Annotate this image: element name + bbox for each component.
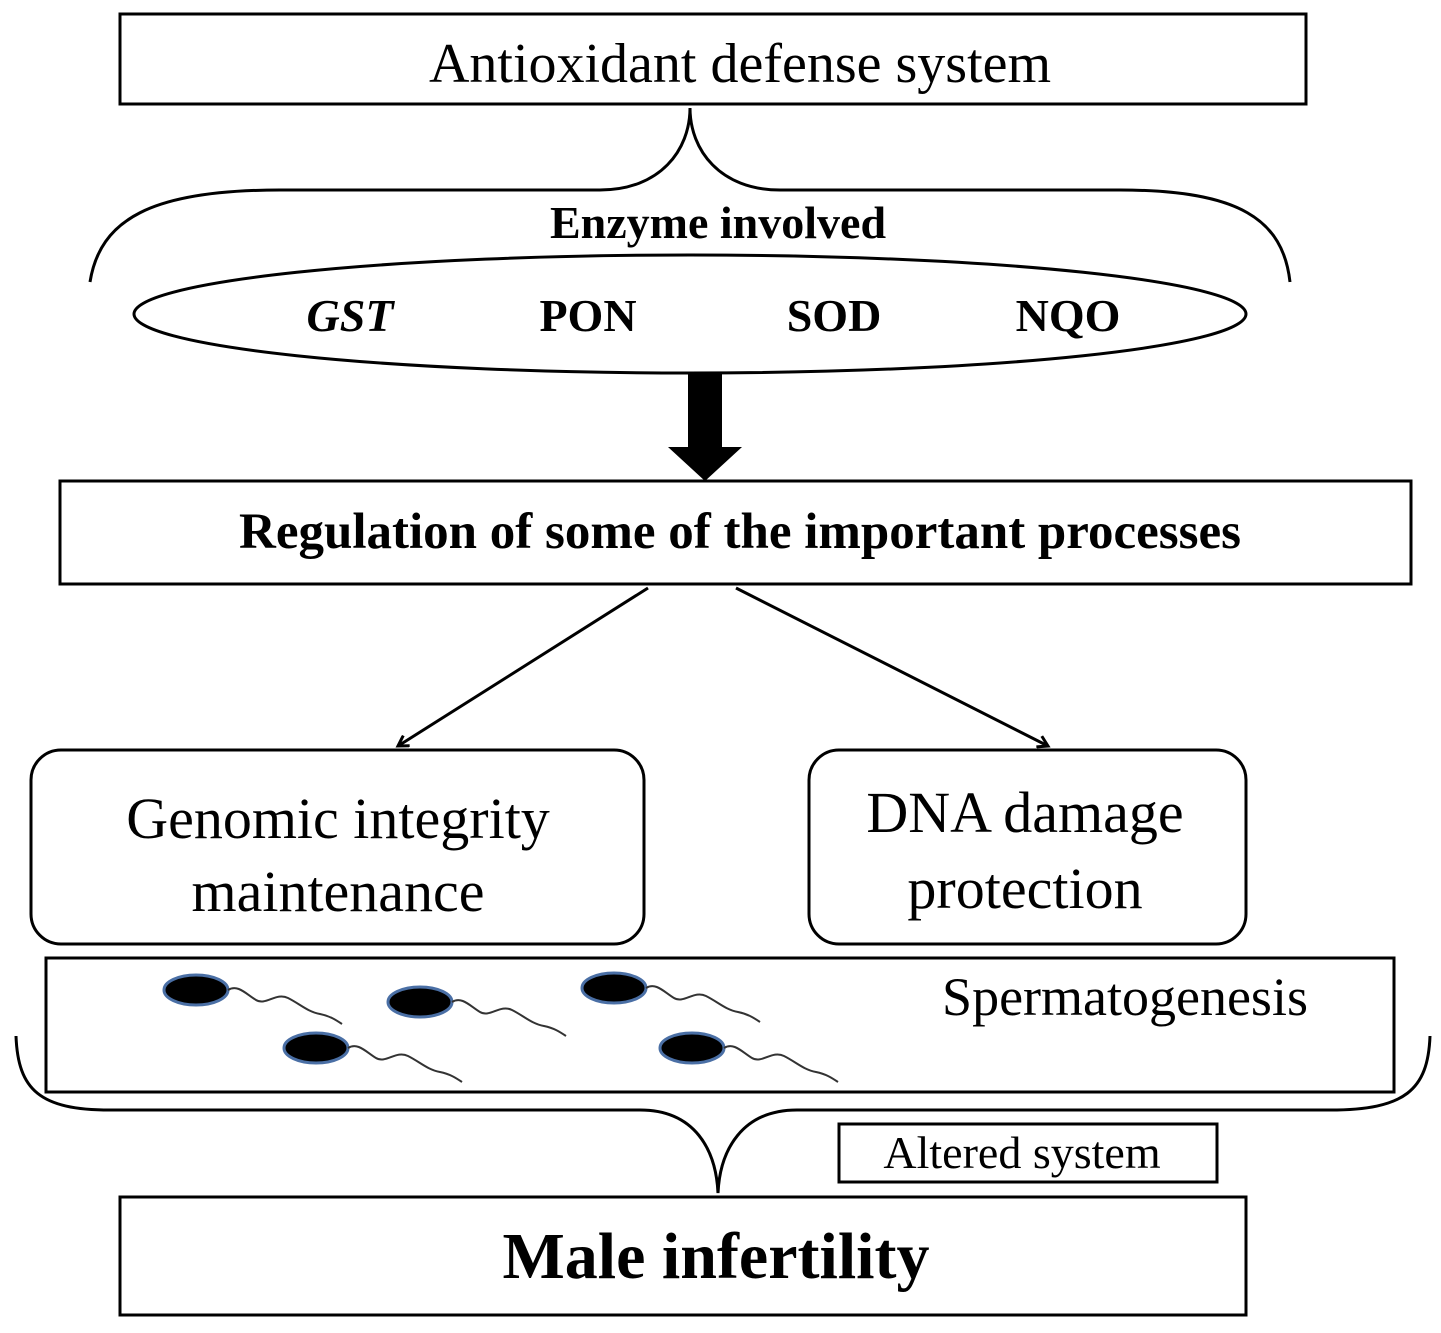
bottom-box [118,1195,1248,1317]
sperm-tail [347,1045,463,1083]
sperm-head [282,1031,350,1065]
enzyme-pon: PON [539,290,636,341]
sperm-head [658,1031,726,1065]
genomic-box [29,748,646,946]
enzyme-heading: Enzyme involved [550,197,886,248]
sperm-tail [645,985,761,1023]
dna-line2: protection [907,856,1142,921]
enzyme-sod: SOD [787,290,882,341]
genomic-line1: Genomic integrity [126,786,550,851]
thick-down-arrow [668,374,742,481]
top-box-label: Antioxidant defense system [429,33,1051,95]
altered-brace [14,1035,1432,1194]
sperm-cell [386,985,567,1037]
sperm-cell [658,1031,839,1083]
dna-line1: DNA damage [866,780,1183,845]
sperm-head [386,985,454,1019]
sperm-tail [227,987,343,1025]
spermatogenesis-label: Spermatogenesis [942,967,1308,1027]
enzyme-gst: GST [307,290,396,341]
arrow-to-genomic [398,586,649,746]
altered-box [837,1122,1219,1184]
sperm-cell [162,973,343,1025]
genomic-line2: maintenance [191,859,484,924]
enzyme-brace [88,107,1292,283]
sperm-head [162,973,230,1007]
sperm-head [580,971,648,1005]
bottom-label: Male infertility [502,1220,929,1293]
regulation-box [58,479,1413,586]
spermatogenesis-box [44,956,1396,1094]
enzyme-nqo: NQO [1016,290,1121,341]
sperm-tail [451,999,567,1037]
altered-label: Altered system [883,1127,1160,1178]
sperm-cell [580,971,761,1023]
regulation-label: Regulation of some of the important proc… [239,504,1241,560]
sperm-tail [723,1045,839,1083]
top-box [118,12,1308,106]
sperm-cell [282,1031,463,1083]
arrow-to-dna [735,586,1048,746]
enzyme-ellipse [132,253,1248,375]
dna-box [807,748,1248,946]
